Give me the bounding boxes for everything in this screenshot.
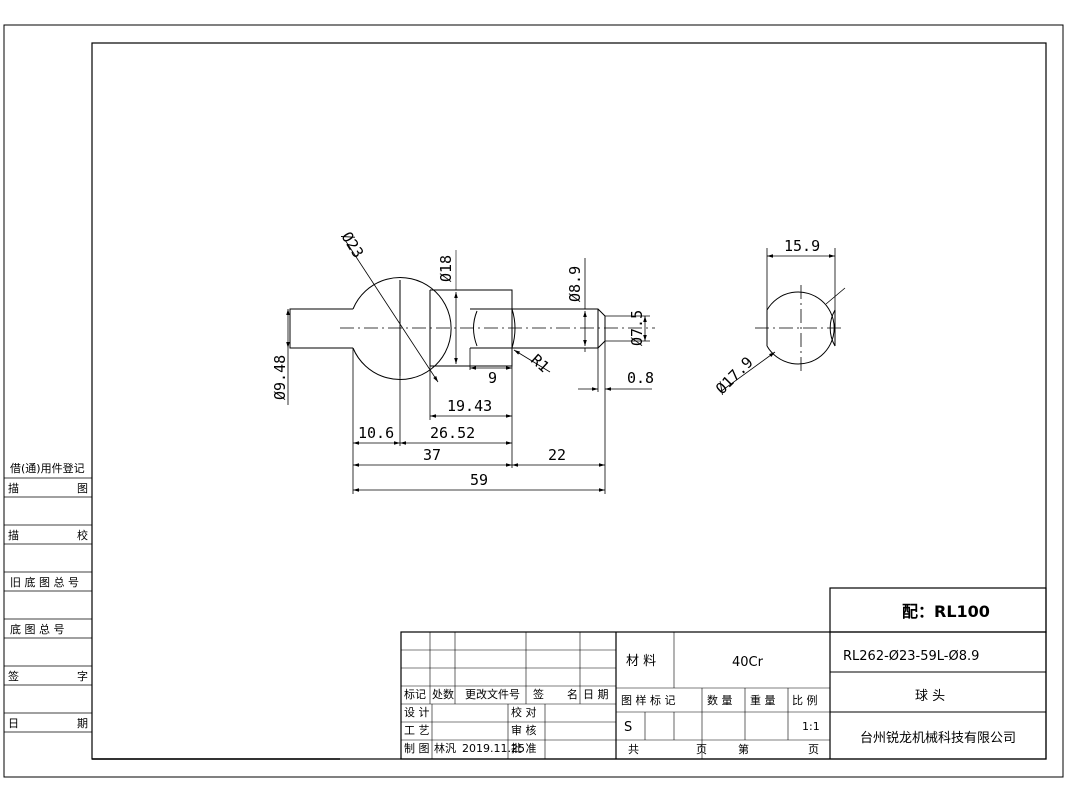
dim-d18: Ø18 [437,255,455,282]
part-side-view [719,248,846,393]
label-date-a: 日 [8,717,19,730]
dim-l08: 0.8 [627,369,654,387]
part-number: RL262-Ø23-59L-Ø8.9 [843,649,979,664]
header-date: 日 期 [583,688,609,701]
label-check: 校 对 [511,705,537,719]
label-date-b: 期 [77,717,88,730]
label-design: 设 计 [404,706,430,719]
dimension-lines [286,239,652,494]
label-miaotu-b: 图 [77,482,88,495]
left-register-panel [4,477,340,760]
label-sheet-no: 第 [738,742,749,756]
dim-l59: 59 [470,471,488,489]
header-count: 处数 [432,688,454,701]
dim-d948: Ø9.48 [271,355,289,400]
material-label: 材 料 [626,654,656,669]
label-draw: 制 图 [404,742,430,755]
drafter-name: 林汎 [434,741,456,755]
label-miaojiao-a: 描 [8,528,19,542]
dim-r1: R1 [527,351,552,376]
header-sign: 签 [533,687,544,701]
dim-l106: 10.6 [358,424,394,442]
label-approve: 批 准 [511,741,537,755]
label-page-2: 页 [808,743,819,756]
part-name: 球 头 [915,689,945,704]
label-sign-a: 签 [8,669,19,683]
label-page: 页 [696,743,707,756]
label-quantity: 数 量 [707,694,733,707]
header-doc: 更改文件号 [465,687,520,701]
dim-w159: 15.9 [784,237,820,255]
stage-value: S [624,720,632,735]
dim-d179: Ø17.9 [712,353,757,398]
draw-date: 2019.11.25 [462,742,525,755]
label-stage: 图 样 标 记 [621,693,676,707]
header-mark: 标记 [404,687,426,701]
label-review: 审 核 [511,723,537,737]
label-old-drawing-no: 旧 底 图 总 号 [10,575,79,589]
label-total: 共 [628,743,639,756]
label-drawing-no: 底 图 总 号 [10,622,65,636]
outer-border [3,24,1064,778]
dim-l9: 9 [488,369,497,387]
label-process: 工 艺 [404,724,430,737]
scale-value: 1:1 [802,720,820,733]
dim-l1943: 19.43 [447,397,492,415]
title-block [400,587,1047,760]
dim-d23: Ø23 [338,229,368,262]
dim-d75: Ø7.5 [628,310,646,346]
part-front-view [289,277,655,380]
label-miaotu-a: 描 [8,481,19,495]
label-sign-b: 字 [77,669,88,683]
dim-l37: 37 [423,446,441,464]
register-title: 借(通)用件登记 [10,461,85,475]
company-name: 台州锐龙机械科技有限公司 [860,731,1016,746]
dim-d89: Ø8.9 [566,266,584,302]
label-miaojiao-b: 校 [77,528,88,542]
dim-l2652: 26.52 [430,424,475,442]
material-value: 40Cr [732,655,764,670]
label-scale: 比 例 [792,693,818,707]
match-model: 配：RL100 [902,602,990,621]
dim-l22: 22 [548,446,566,464]
header-name: 名 [567,687,578,701]
label-weight: 重 量 [750,693,776,707]
